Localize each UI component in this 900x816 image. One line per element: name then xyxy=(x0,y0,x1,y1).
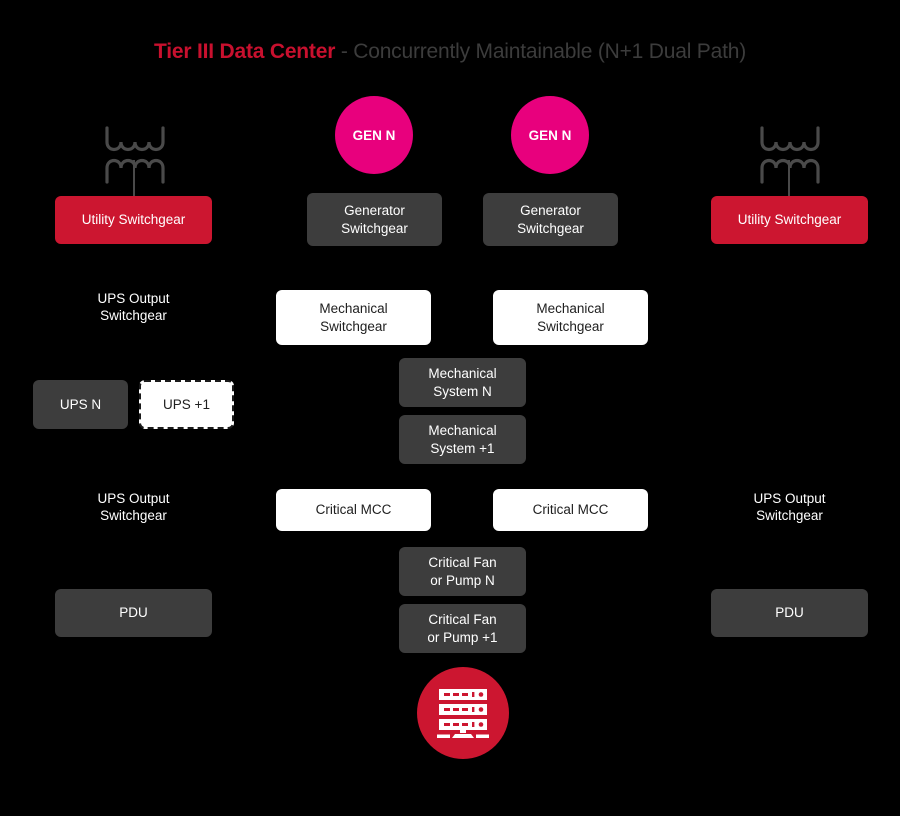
title-accent-text: Tier III Data Center xyxy=(154,40,336,63)
ups-output-switchgear-label-right-bottom: UPS Output Switchgear xyxy=(753,490,826,523)
mechanical-switchgear-2[interactable]: Mechanical Switchgear xyxy=(493,290,648,345)
pdu-left[interactable]: PDU xyxy=(55,589,212,637)
connector-transformer-right xyxy=(788,160,790,202)
gen-n-circle-1[interactable]: GEN N xyxy=(335,96,413,174)
page-title: Tier III Data Center - Concurrently Main… xyxy=(0,40,900,64)
critical-mcc-1[interactable]: Critical MCC xyxy=(276,489,431,531)
generator-switchgear-2[interactable]: Generator Switchgear xyxy=(483,193,618,246)
ups-plus-1-box[interactable]: UPS +1 xyxy=(139,380,234,429)
critical-mcc-2[interactable]: Critical MCC xyxy=(493,489,648,531)
connector-transformer-left xyxy=(133,160,135,202)
generator-switchgear-1[interactable]: Generator Switchgear xyxy=(307,193,442,246)
ups-n-box[interactable]: UPS N xyxy=(33,380,128,429)
mechanical-switchgear-1[interactable]: Mechanical Switchgear xyxy=(276,290,431,345)
title-rest-text: - Concurrently Maintainable (N+1 Dual Pa… xyxy=(335,40,746,63)
mechanical-system-n[interactable]: Mechanical System N xyxy=(399,358,526,407)
transformer-icon-left xyxy=(95,120,175,220)
server-rack-circle[interactable] xyxy=(417,667,509,759)
critical-fan-pump-plus-1[interactable]: Critical Fan or Pump +1 xyxy=(399,604,526,653)
utility-switchgear-left[interactable]: Utility Switchgear xyxy=(55,196,212,244)
ups-output-switchgear-label-left-top: UPS Output Switchgear xyxy=(97,290,170,323)
server-rack-icon xyxy=(435,687,491,739)
mechanical-system-plus-1[interactable]: Mechanical System +1 xyxy=(399,415,526,464)
critical-fan-pump-n[interactable]: Critical Fan or Pump N xyxy=(399,547,526,596)
utility-switchgear-right[interactable]: Utility Switchgear xyxy=(711,196,868,244)
transformer-icon-right xyxy=(750,120,830,220)
ups-output-switchgear-label-left-bottom: UPS Output Switchgear xyxy=(97,490,170,523)
pdu-right[interactable]: PDU xyxy=(711,589,868,637)
gen-n-circle-2[interactable]: GEN N xyxy=(511,96,589,174)
